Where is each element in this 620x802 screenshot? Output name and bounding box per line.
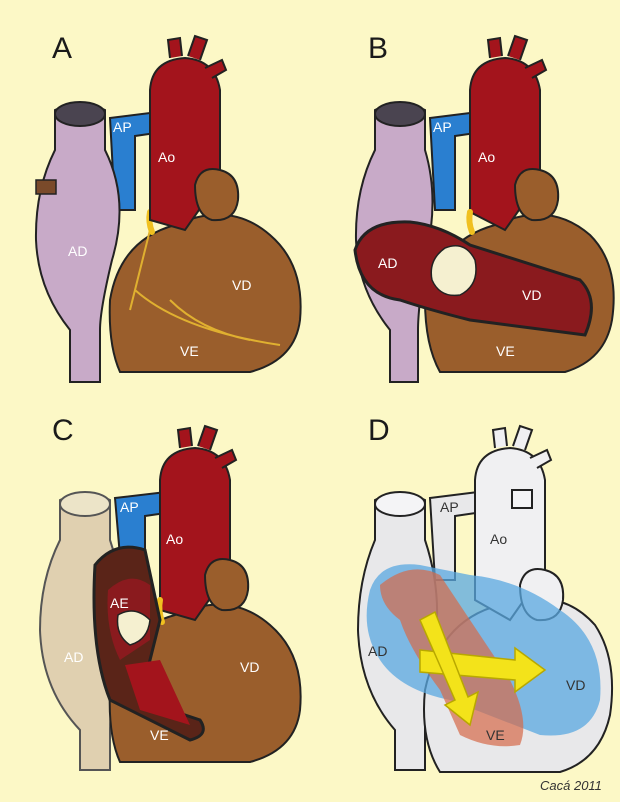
- panel-letter: C: [52, 414, 74, 447]
- label-ap: AP: [433, 119, 452, 135]
- panel-letter: D: [368, 414, 390, 447]
- label-ve: VE: [150, 727, 169, 743]
- label-ae: AE: [110, 595, 129, 611]
- vena-cava-opening: [55, 102, 105, 126]
- panel-a: A AP Ao AD VD VE: [36, 32, 301, 382]
- panel-letter: A: [52, 32, 72, 65]
- pulmonary-vein: [36, 180, 56, 194]
- label-ve: VE: [496, 343, 515, 359]
- label-vd: VD: [566, 677, 585, 693]
- panel-letter: B: [368, 32, 388, 65]
- label-ao: Ao: [478, 149, 495, 165]
- vena-cava-opening: [60, 492, 110, 516]
- label-ao: Ao: [166, 531, 183, 547]
- label-ad: AD: [68, 243, 87, 259]
- coronary-artery: [469, 212, 472, 232]
- label-ao: Ao: [490, 531, 507, 547]
- panel-b: B AP Ao AD VD VE: [355, 32, 614, 382]
- panel-d: D AP Ao AD VD VE: [358, 414, 612, 772]
- left-atrial-appendage: [205, 559, 248, 610]
- vena-cava-opening: [375, 492, 425, 516]
- label-ao: Ao: [158, 149, 175, 165]
- label-ve: VE: [180, 343, 199, 359]
- label-ad: AD: [64, 649, 83, 665]
- label-ve: VE: [486, 727, 505, 743]
- label-vd: VD: [522, 287, 541, 303]
- credit-signature: Cacá 2011: [540, 778, 602, 793]
- label-vd: VD: [240, 659, 259, 675]
- label-ap: AP: [440, 499, 459, 515]
- pulmonary-branch: [512, 490, 532, 508]
- label-ad: AD: [378, 255, 397, 271]
- label-vd: VD: [232, 277, 251, 293]
- label-ad: AD: [368, 643, 387, 659]
- vena-cava-opening: [375, 102, 425, 126]
- left-atrial-appendage: [515, 169, 558, 220]
- label-ap: AP: [120, 499, 139, 515]
- left-atrial-appendage: [195, 169, 238, 220]
- panel-c: C AP Ao AE AD VD VE: [40, 414, 301, 770]
- label-ap: AP: [113, 119, 132, 135]
